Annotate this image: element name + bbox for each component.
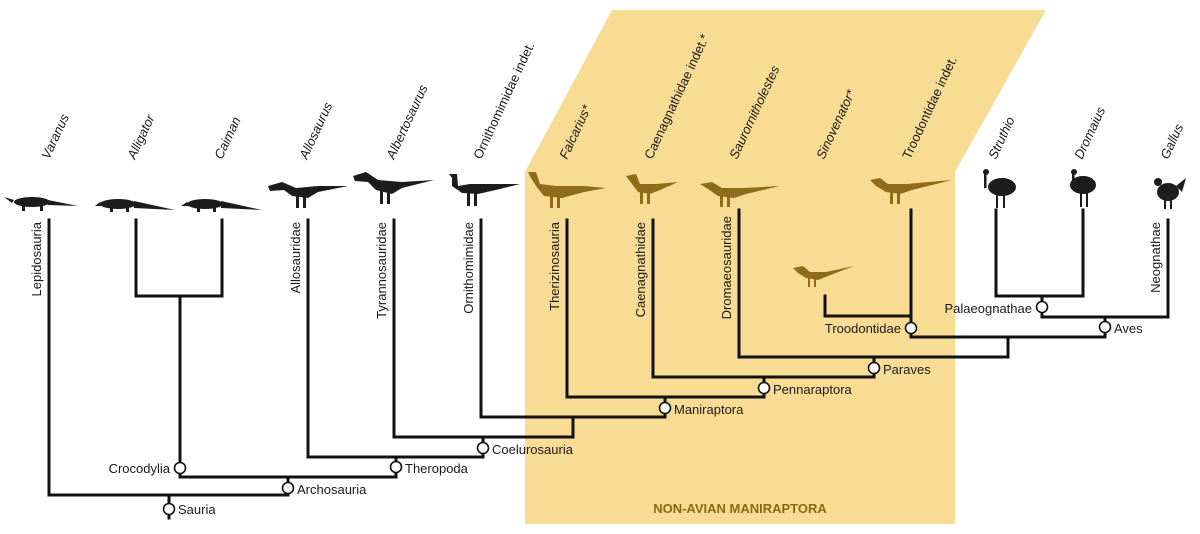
highlight-region-label: NON-AVIAN MANIRAPTORA <box>653 501 827 516</box>
node-marker-paraves <box>867 361 881 375</box>
node-label-coelurosauria: Coelurosauria <box>492 442 574 457</box>
node-marker-palaeognathae <box>1035 300 1049 314</box>
clade-label-dromaeosauridae: Dromaeosauridae <box>719 216 734 319</box>
node-marker-archosauria <box>281 481 295 495</box>
gallus-silhouette <box>1154 178 1186 209</box>
node-marker-coelurosauria <box>476 441 490 455</box>
taxon-label-albertosaurus: Albertosaurus <box>383 82 431 162</box>
node-marker-theropoda <box>389 460 403 474</box>
caenagnathid-silhouette <box>626 174 678 204</box>
clade-label-ornithomimidae: Ornithomimidae <box>461 222 476 314</box>
ornithomimid-silhouette <box>449 174 520 206</box>
saurornitholestes-silhouette <box>700 182 780 207</box>
clade-label-neognathae: Neognathae <box>1148 222 1163 293</box>
allosaurus-silhouette <box>268 182 348 208</box>
node-label-troodontidae: Troodontidae <box>825 321 901 336</box>
sinovenator-silhouette <box>793 266 854 287</box>
node-label-pennaraptora: Pennaraptora <box>773 382 853 397</box>
node-label-archosauria: Archosauria <box>297 482 367 497</box>
silhouettes <box>4 169 1186 287</box>
node-marker-troodontidae <box>904 321 918 335</box>
clade-label-lepidosauria: Lepidosauria <box>29 221 44 296</box>
node-label-sauria: Sauria <box>178 502 216 517</box>
clade-label-allosauridae: Allosauridae <box>288 222 303 294</box>
clade-labels: Lepidosauria Allosauridae Tyrannosaurida… <box>29 216 1163 319</box>
dromaius-silhouette <box>1070 169 1096 207</box>
node-label-theropoda: Theropoda <box>405 461 469 476</box>
branch-sinovenator <box>823 294 913 318</box>
node-marker-aves <box>1098 320 1112 334</box>
taxon-label-ornithomimidae-indet: Ornithomimidae indet. <box>470 40 537 162</box>
node-markers <box>162 300 1112 516</box>
clade-label-caenagnathidae: Caenagnathidae <box>633 222 648 317</box>
taxon-label-caiman: Caiman <box>211 114 244 161</box>
node-marker-pennaraptora <box>757 381 771 395</box>
taxon-label-dromaius: Dromaius <box>1071 104 1108 161</box>
node-label-aves: Aves <box>1114 321 1143 336</box>
node-marker-sauria <box>162 502 176 516</box>
falcarius-silhouette <box>528 172 606 208</box>
taxon-label-struthio: Struthio <box>985 114 1018 161</box>
taxon-label-gallus: Gallus <box>1157 121 1186 161</box>
alligator-silhouette <box>95 199 175 212</box>
node-label-palaeognathae: Palaeognathae <box>945 301 1032 316</box>
caiman-silhouette <box>181 199 262 212</box>
clade-label-tyrannosauridae: Tyrannosauridae <box>374 222 389 319</box>
taxon-label-alligator: Alligator <box>124 112 158 162</box>
taxon-label-varanus: Varanus <box>38 111 72 161</box>
taxon-label-allosaurus: Allosaurus <box>296 99 336 162</box>
node-label-crocodylia: Crocodylia <box>109 461 171 476</box>
node-labels: Sauria Archosauria Crocodylia Theropoda … <box>109 301 1144 517</box>
struthio-silhouette <box>983 169 1016 208</box>
varanus-silhouette <box>4 197 78 211</box>
node-label-maniraptora: Maniraptora <box>674 402 744 417</box>
troodontid-silhouette <box>870 178 952 204</box>
node-marker-crocodylia <box>173 461 187 475</box>
clade-label-therizinosauria: Therizinosauria <box>547 221 562 311</box>
node-label-paraves: Paraves <box>883 362 931 377</box>
albertosaurus-silhouette <box>353 172 434 204</box>
non-avian-maniraptora-band <box>525 10 1046 524</box>
node-marker-maniraptora <box>658 401 672 415</box>
branch-struthio <box>994 208 1085 298</box>
